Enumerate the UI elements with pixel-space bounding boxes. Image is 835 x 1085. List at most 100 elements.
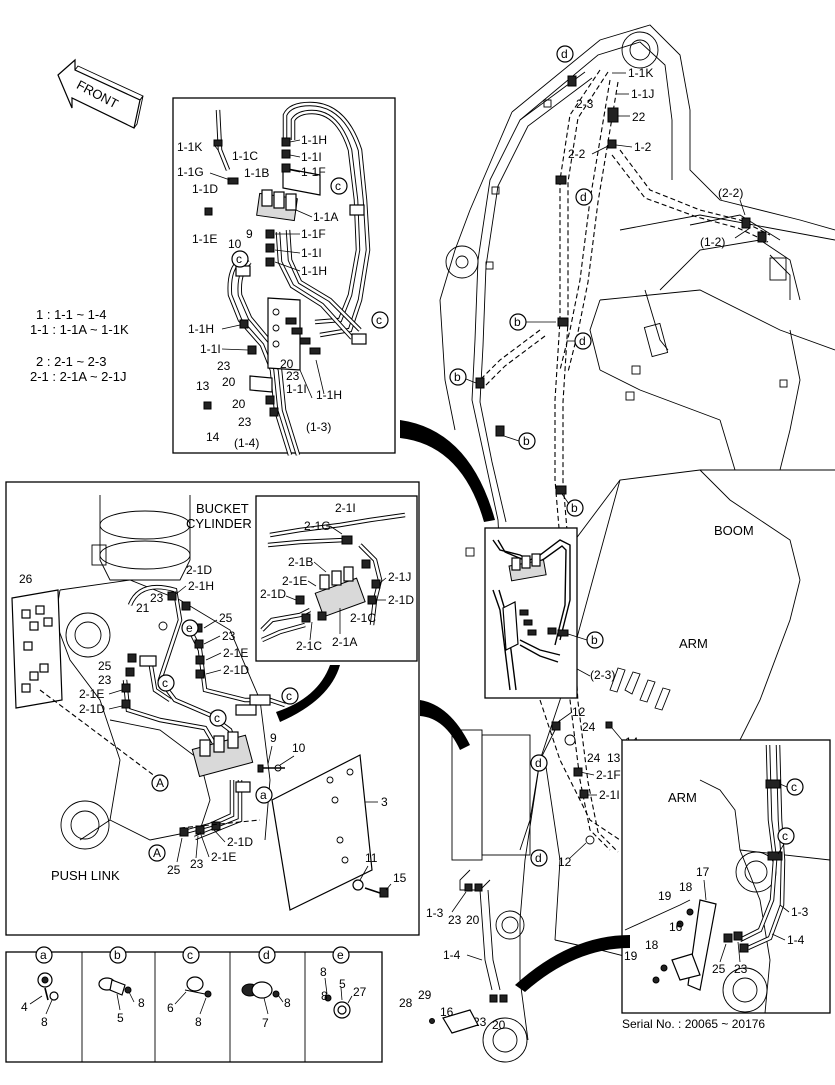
callout-c-6: c [214, 711, 220, 725]
label-1-1E: 1-1E [192, 232, 217, 246]
label-1-1H-c: 1-1H [188, 322, 214, 336]
clamp-legend: a 4 8 b 8 5 c [5, 946, 383, 1063]
boom-label: BOOM [714, 523, 754, 538]
inset-label-2-1G: 2-1G [304, 519, 331, 533]
inset-label-2-1E: 2-1E [282, 574, 307, 588]
inset-label-2-1D-a: 2-1D [260, 587, 286, 601]
main-label-1-2: 1-2 [634, 140, 652, 154]
clamp-a-part-8: 8 [41, 1015, 48, 1029]
main-label-13: 13 [607, 751, 621, 765]
main-label-22: 22 [632, 110, 646, 124]
clamp-b-part-5: 5 [117, 1011, 124, 1025]
legend-line-4: 2-1 : 2-1A ~ 2-1J [30, 369, 126, 384]
clamp-e-part-8-b: 8 [321, 989, 328, 1003]
label-1-1K: 1-1K [177, 140, 202, 154]
clamp-c-part-8: 8 [195, 1015, 202, 1029]
main-label-2-2: 2-2 [568, 147, 586, 161]
left-label-25-b: 25 [98, 659, 112, 673]
label-1-1D: 1-1D [192, 182, 218, 196]
left-label-21: 21 [136, 601, 150, 615]
label-1-1I-c: 1-1I [200, 342, 221, 356]
main-labels: d d b d b b b d d 1-1K 2-3 1- [399, 45, 767, 1034]
arm-label-1-4: 1-4 [787, 933, 805, 947]
left-label-2-1D-d: 2-1D [227, 835, 253, 849]
legend: 1 : 1-1 ~ 1-4 1-1 : 1-1A ~ 1-1K 2 : 2-1 … [30, 307, 129, 384]
callout-d-4: d [535, 756, 542, 770]
main-label-2-3: 2-3 [576, 97, 594, 111]
clamp-e-callout: e [337, 948, 344, 962]
clamp-e-part-27: 27 [353, 985, 367, 999]
inset-label-2-1A: 2-1A [332, 635, 357, 649]
callout-d-2: d [580, 190, 587, 204]
main-label-23: 23 [448, 913, 462, 927]
label-20-a: 20 [222, 375, 236, 389]
label-1-1H-a: 1-1H [301, 133, 327, 147]
inset-label-2-1C-b: 2-1C [296, 639, 322, 653]
arm-label-16: 16 [669, 920, 683, 934]
pointer-arm-detail [515, 935, 630, 992]
left-label-2-1E-a: 2-1E [223, 646, 248, 660]
callout-b-2: b [454, 370, 461, 384]
left-label-25-a: 25 [219, 611, 233, 625]
left-label-23-d: 23 [190, 857, 204, 871]
label-1-3-top: (1-3) [306, 420, 331, 434]
left-label-2-1D-b: 2-1D [223, 663, 249, 677]
main-label-paren-2-3: (2-3) [590, 668, 615, 682]
cylinder-label: CYLINDER [186, 516, 252, 531]
main-label-24-a: 24 [582, 720, 596, 734]
callout-b-1: b [514, 315, 521, 329]
mid-valve-box: b [484, 527, 604, 699]
clamp-d-callout: d [263, 948, 270, 962]
inset-label-2-1D-b: 2-1D [388, 593, 414, 607]
arm-label-main: ARM [679, 636, 708, 651]
left-label-2-1H: 2-1H [188, 579, 214, 593]
left-label-2-1E-c: 2-1E [211, 850, 236, 864]
callout-d-5: d [535, 851, 542, 865]
arm-label-23: 23 [734, 962, 748, 976]
left-label-3: 3 [381, 795, 388, 809]
callout-c-8: c [782, 829, 788, 843]
callout-c-2: c [236, 252, 242, 266]
clamp-d: d 8 7 [241, 946, 291, 1030]
main-label-1-3: 1-3 [426, 906, 444, 920]
callout-b-3: b [523, 434, 530, 448]
left-label-11: 11 [365, 851, 378, 865]
callout-b-5: b [591, 633, 598, 647]
callout-e-1: e [186, 621, 193, 635]
inset-label-2-1B: 2-1B [288, 555, 313, 569]
left-label-2-1E-b: 2-1E [79, 687, 104, 701]
callout-b-4: b [571, 501, 578, 515]
fittings-top [203, 137, 367, 417]
label-1-1F-a: 1-1F [301, 165, 326, 179]
callout-c-4: c [162, 676, 168, 690]
top-detail-box: c c c 1-1K 1-1G 1-1C 1-1B 1-1D 1-1E 10 9… [172, 97, 396, 456]
arm-label-19-b: 19 [624, 949, 638, 963]
arm-label-17: 17 [696, 865, 710, 879]
clamp-b-callout: b [114, 948, 121, 962]
push-link-label: PUSH LINK [51, 868, 120, 883]
clamp-b: b 8 5 [98, 946, 145, 1025]
arm-label-18-b: 18 [645, 938, 659, 952]
callout-c-5: c [286, 689, 292, 703]
main-label-2-1I: 2-1I [599, 788, 620, 802]
clamp-c-callout: c [187, 948, 193, 962]
label-1-4-top: (1-4) [234, 436, 259, 450]
arm-detail-box: c c ARM 17 18 19 16 1-3 1-4 18 19 25 23 [621, 739, 831, 1014]
label-23-c: 23 [238, 415, 252, 429]
label-10-top: 10 [228, 237, 242, 251]
serial-number: Serial No. : 20065 ~ 20176 [622, 1017, 765, 1031]
clamp-a: a 4 8 [21, 946, 59, 1029]
main-label-1-1J: 1-1J [631, 87, 654, 101]
label-1-1H-b: 1-1H [301, 264, 327, 278]
main-label-12-a: 12 [572, 705, 586, 719]
callout-a-1: a [260, 788, 267, 802]
label-23-b: 23 [286, 369, 300, 383]
clamp-e-part-5: 5 [339, 977, 346, 991]
clamp-c-part-6: 6 [167, 1001, 174, 1015]
pointer-left-detail [420, 700, 470, 750]
label-1-1F-b: 1-1F [301, 227, 326, 241]
main-label-28: 28 [399, 996, 413, 1010]
left-label-15: 15 [393, 871, 407, 885]
